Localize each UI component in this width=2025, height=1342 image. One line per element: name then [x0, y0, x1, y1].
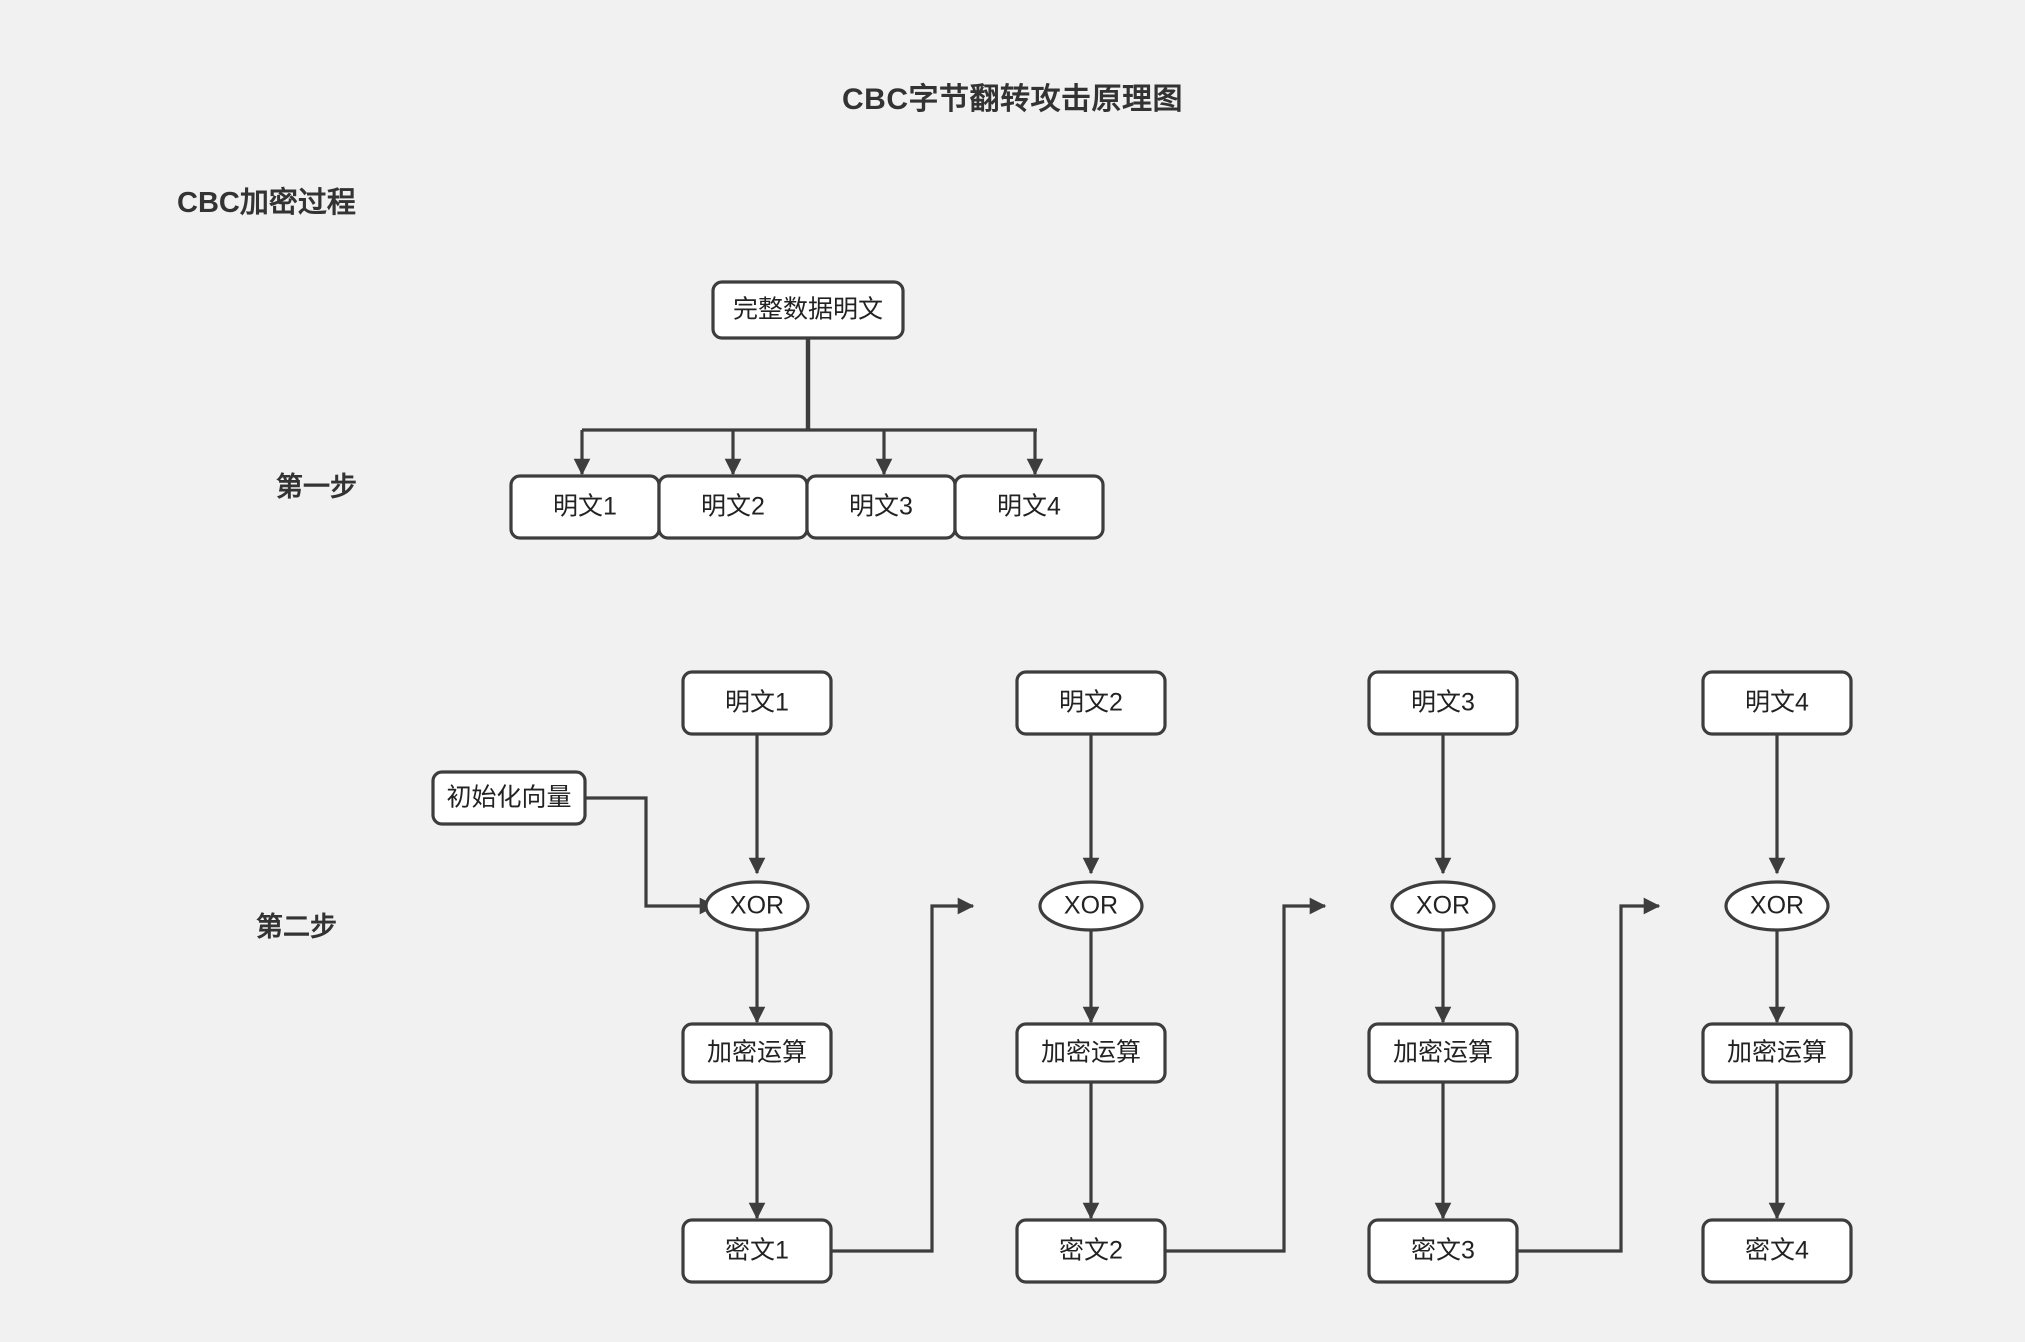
node-encrypt-4[interactable]: 加密运算: [1701, 1022, 1853, 1084]
step-label-2: 第二步: [256, 912, 337, 942]
node-plaintext-3[interactable]: 明文3: [1367, 670, 1519, 736]
edge-ciphertext-2-to-xor-3: [1165, 897, 1327, 1253]
node-plaintext-4[interactable]: 明文4: [1701, 670, 1853, 736]
block-plaintext-4[interactable]: 明文4: [953, 474, 1105, 540]
node-initialization-vector-label: 初始化向量: [446, 784, 571, 812]
node-xor-1-label: XOR: [730, 892, 784, 920]
step-label-1: 第一步: [276, 472, 357, 502]
edge-ciphertext-3-to-xor-4: [1517, 897, 1661, 1253]
block-plaintext-3-label: 明文3: [849, 493, 913, 521]
node-full-plaintext-label: 完整数据明文: [733, 296, 883, 324]
plaintext-block-row: 明文1 明文2 明文3 明文4: [509, 474, 1105, 540]
node-plaintext-2-label: 明文2: [1059, 689, 1123, 717]
step2-group: 初始化向量 明文1 XOR 加密运算 密文1: [431, 670, 1853, 1284]
node-encrypt-2-label: 加密运算: [1041, 1039, 1141, 1067]
node-xor-2[interactable]: XOR: [1038, 880, 1144, 932]
block-plaintext-1-label: 明文1: [553, 493, 617, 521]
block-plaintext-4-label: 明文4: [997, 493, 1061, 521]
node-ciphertext-4-label: 密文4: [1745, 1237, 1809, 1265]
column-2: 明文2 XOR 加密运算 密文2: [1015, 670, 1167, 1284]
node-plaintext-1-label: 明文1: [725, 689, 789, 717]
node-encrypt-2[interactable]: 加密运算: [1015, 1022, 1167, 1084]
edge-iv-to-xor-1: [585, 796, 717, 915]
node-encrypt-1[interactable]: 加密运算: [681, 1022, 833, 1084]
node-xor-1[interactable]: XOR: [704, 880, 810, 932]
node-plaintext-3-label: 明文3: [1411, 689, 1475, 717]
section-title: CBC加密过程: [177, 187, 356, 219]
step1-group: 完整数据明文 明文1 明文2 明文3 明文4: [509, 280, 1105, 540]
node-ciphertext-2[interactable]: 密文2: [1015, 1218, 1167, 1284]
node-xor-3-label: XOR: [1416, 892, 1470, 920]
node-xor-3[interactable]: XOR: [1390, 880, 1496, 932]
node-initialization-vector[interactable]: 初始化向量: [431, 770, 587, 826]
node-plaintext-1[interactable]: 明文1: [681, 670, 833, 736]
node-ciphertext-3[interactable]: 密文3: [1367, 1218, 1519, 1284]
node-ciphertext-4[interactable]: 密文4: [1701, 1218, 1853, 1284]
node-xor-4-label: XOR: [1750, 892, 1804, 920]
edge-ciphertext-1-to-xor-2: [831, 897, 975, 1253]
node-ciphertext-3-label: 密文3: [1411, 1237, 1475, 1265]
block-plaintext-2[interactable]: 明文2: [657, 474, 809, 540]
column-1: 明文1 XOR 加密运算 密文1: [681, 670, 833, 1284]
node-full-plaintext[interactable]: 完整数据明文: [711, 280, 905, 340]
node-plaintext-4-label: 明文4: [1745, 689, 1809, 717]
column-3: 明文3 XOR 加密运算 密文3: [1367, 670, 1519, 1284]
node-encrypt-4-label: 加密运算: [1727, 1039, 1827, 1067]
block-plaintext-4-rect[interactable]: [953, 474, 1105, 540]
column-4: 明文4 XOR 加密运算 密文4: [1701, 670, 1853, 1284]
node-ciphertext-4-rect[interactable]: [1701, 1218, 1853, 1284]
block-plaintext-1[interactable]: 明文1: [509, 474, 661, 540]
node-xor-4[interactable]: XOR: [1724, 880, 1830, 932]
node-ciphertext-2-label: 密文2: [1059, 1237, 1123, 1265]
node-xor-2-label: XOR: [1064, 892, 1118, 920]
node-encrypt-3[interactable]: 加密运算: [1367, 1022, 1519, 1084]
node-ciphertext-1[interactable]: 密文1: [681, 1218, 833, 1284]
block-plaintext-2-label: 明文2: [701, 493, 765, 521]
block-plaintext-3[interactable]: 明文3: [805, 474, 957, 540]
page-title: CBC字节翻转攻击原理图: [842, 83, 1183, 116]
node-ciphertext-1-label: 密文1: [725, 1237, 789, 1265]
node-plaintext-2[interactable]: 明文2: [1015, 670, 1167, 736]
node-encrypt-3-label: 加密运算: [1393, 1039, 1493, 1067]
node-encrypt-1-label: 加密运算: [707, 1039, 807, 1067]
